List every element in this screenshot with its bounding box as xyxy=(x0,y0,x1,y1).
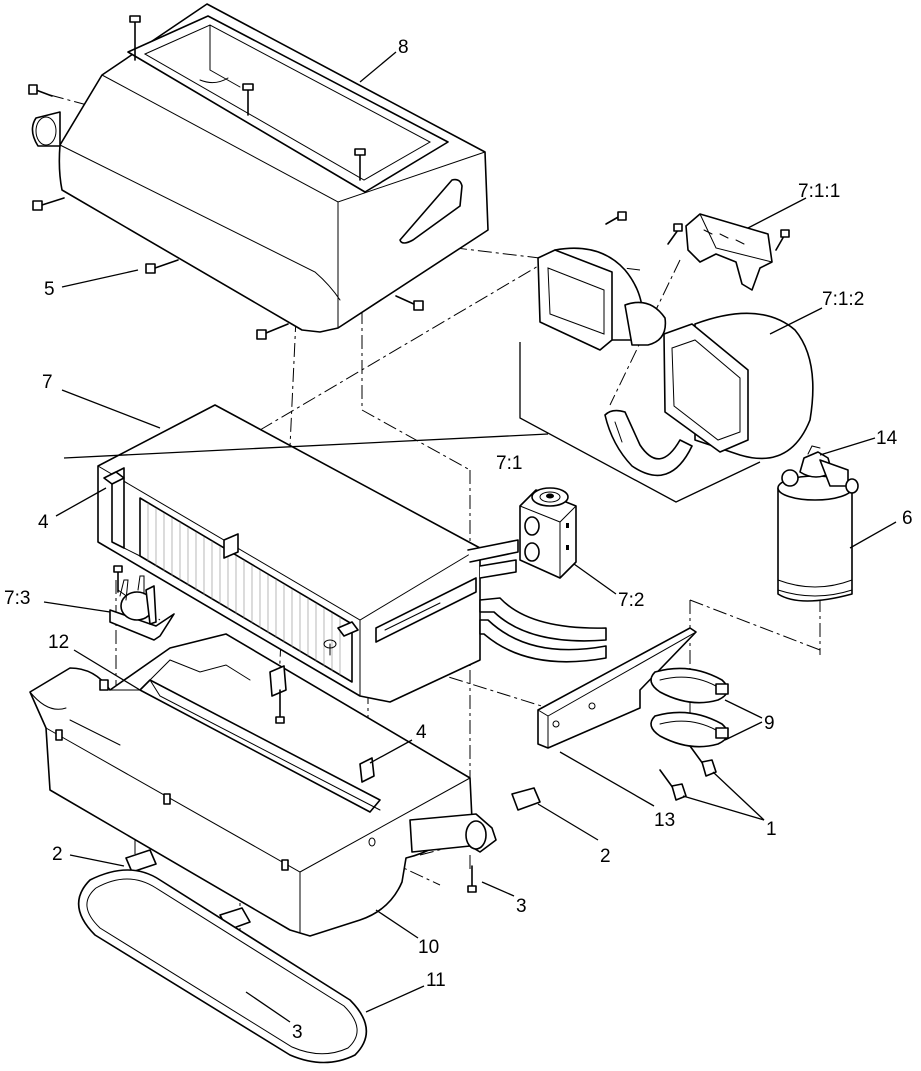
screw-icon xyxy=(32,197,65,211)
blower-assembly-part-7-1 xyxy=(537,247,814,477)
hose-clamps-part-9 xyxy=(650,667,729,748)
screw-icon xyxy=(775,229,790,251)
screw-icon xyxy=(113,565,123,593)
screw-icon xyxy=(145,259,179,274)
bolt-icon xyxy=(467,865,477,893)
pressure-switch-part-14 xyxy=(781,445,859,494)
callout-7-2: 7:2 xyxy=(618,590,644,611)
callout-12: 12 xyxy=(48,632,69,653)
leader-lines xyxy=(43,51,897,1023)
callout-7-3: 7:3 xyxy=(4,588,30,609)
screw-icon xyxy=(242,83,254,116)
bottom-pan-part-10 xyxy=(29,633,497,937)
bolt-icon xyxy=(689,745,717,777)
callout-11: 11 xyxy=(426,970,446,991)
blower-bracket-part-7-1-1 xyxy=(667,213,790,291)
callout-3-bottom: 3 xyxy=(292,1022,303,1043)
expansion-valve-part-7-2 xyxy=(519,487,577,579)
callout-10: 10 xyxy=(418,937,439,958)
callout-7-1-1: 7:1:1 xyxy=(798,181,840,202)
bolt-icon xyxy=(659,769,687,801)
heater-housing-part-7 xyxy=(97,404,607,703)
callout-2-left: 2 xyxy=(52,844,63,865)
callout-4-upper: 4 xyxy=(38,512,49,533)
screw-icon xyxy=(354,148,366,181)
callout-7: 7 xyxy=(42,372,53,393)
top-cover-part-8 xyxy=(31,3,489,333)
gasket-part-11 xyxy=(77,869,368,1064)
callout-14: 14 xyxy=(876,428,898,449)
clips xyxy=(125,665,541,931)
drier-bracket-part-13 xyxy=(537,627,697,749)
callout-8: 8 xyxy=(398,37,409,58)
screws-part-5 xyxy=(28,15,627,340)
callout-6: 6 xyxy=(902,508,913,529)
bolt-icon xyxy=(275,689,285,724)
callout-3-right: 3 xyxy=(516,896,527,917)
receiver-drier-part-6 xyxy=(777,475,853,602)
screw-icon xyxy=(129,15,141,61)
callout-9: 9 xyxy=(764,713,775,734)
callout-1: 1 xyxy=(766,819,777,840)
callout-2-right: 2 xyxy=(600,846,611,867)
callout-5: 5 xyxy=(44,279,55,300)
callout-4-lower: 4 xyxy=(416,722,427,743)
bolts-part-1 xyxy=(659,745,717,801)
callout-labels: 8 7:1:1 5 7:1:2 7 7:1 14 4 6 7:3 7:2 12 … xyxy=(4,37,913,1043)
screw-icon xyxy=(28,84,53,97)
screw-icon xyxy=(395,295,424,311)
thermostat-switch-part-7-3 xyxy=(109,565,175,641)
callout-7-1-2: 7:1:2 xyxy=(822,289,864,310)
screw-icon xyxy=(605,211,627,225)
screw-icon xyxy=(667,223,683,245)
screw-icon xyxy=(256,323,289,340)
callout-7-1: 7:1 xyxy=(496,453,522,474)
callout-13: 13 xyxy=(654,810,675,831)
